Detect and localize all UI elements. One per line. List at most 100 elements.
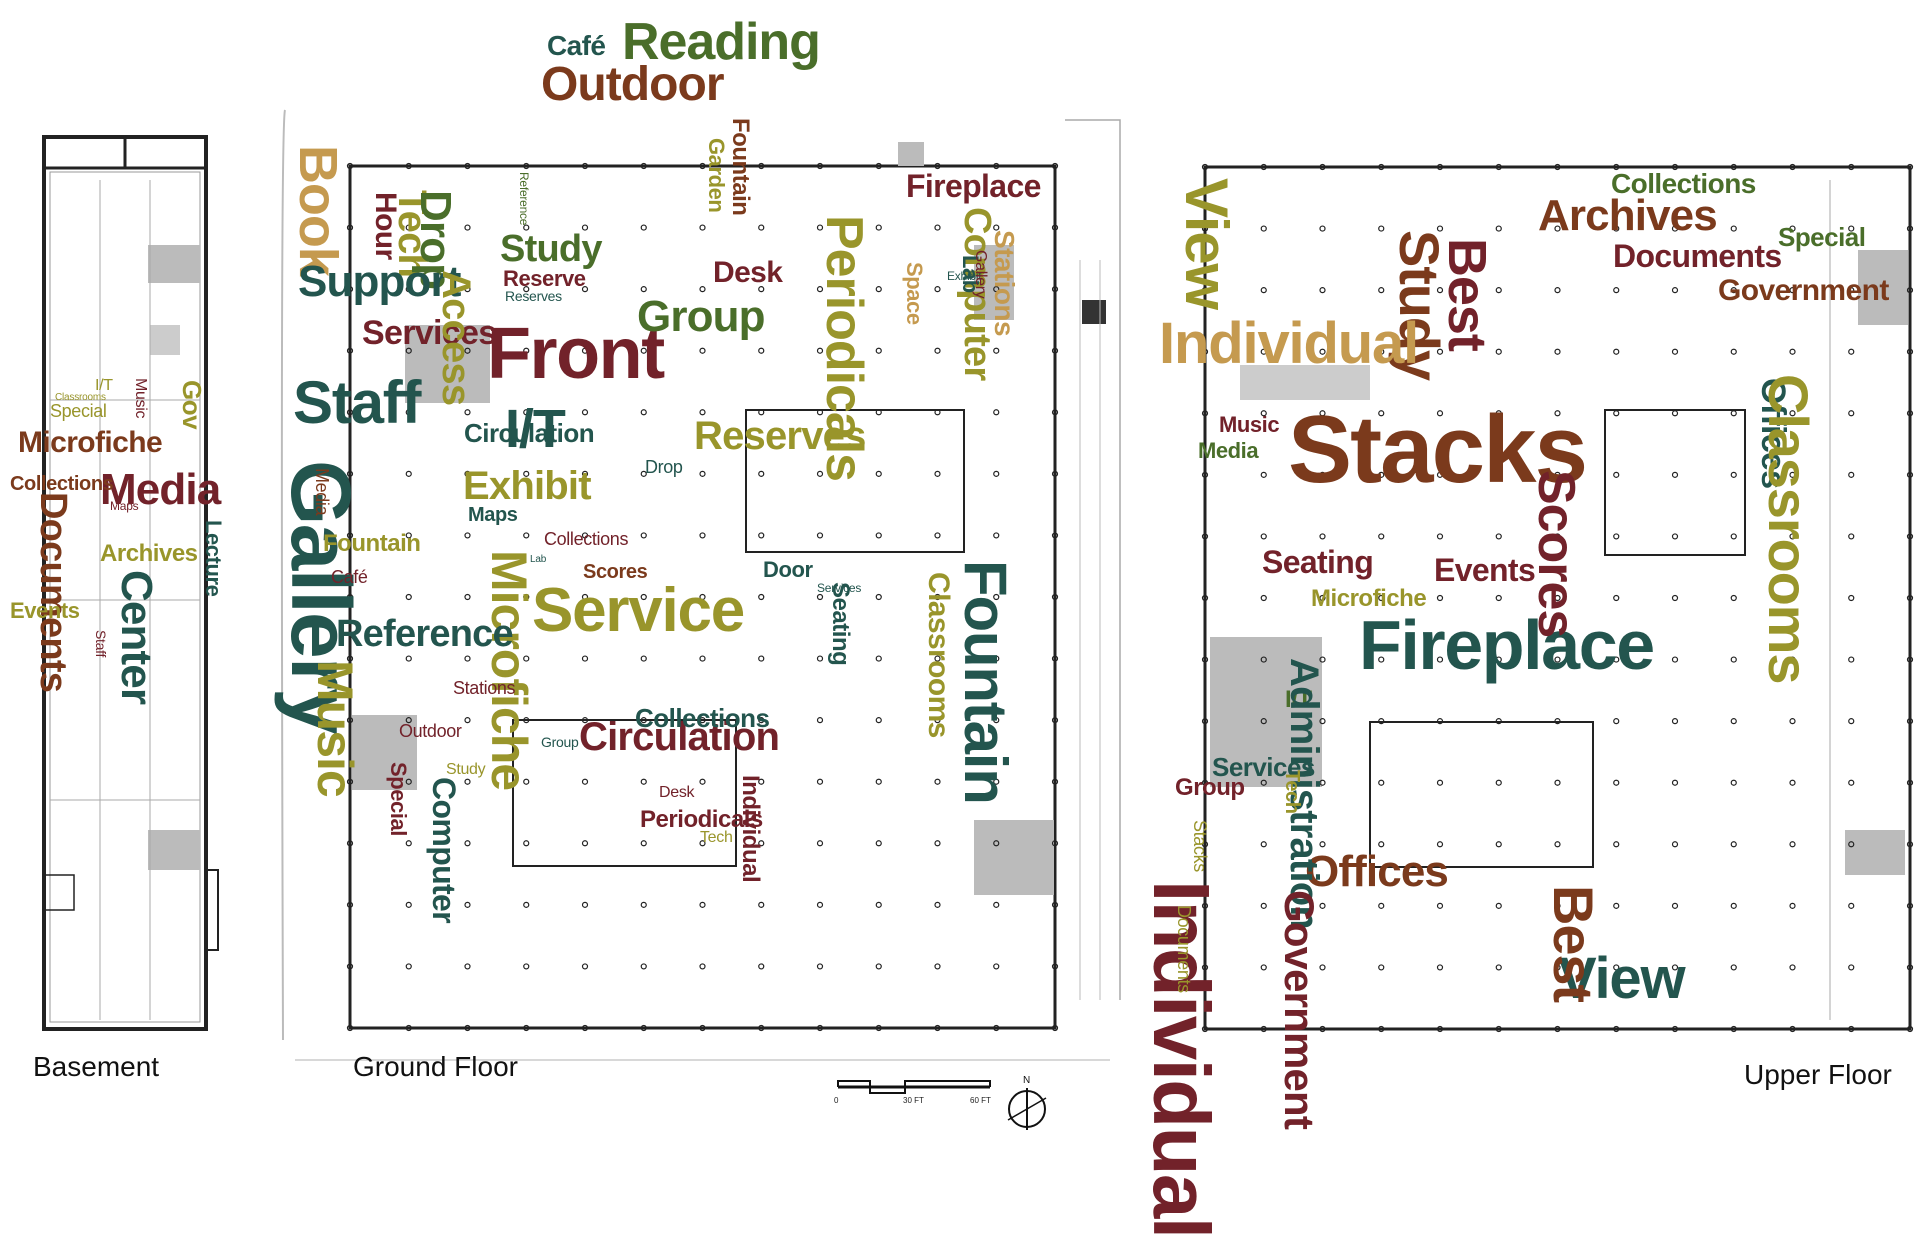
column-dot — [1201, 1025, 1209, 1033]
column-dot — [1260, 287, 1267, 294]
upper-floor-plan — [1203, 165, 1912, 1031]
column-dot — [346, 224, 354, 231]
column-dot — [1730, 348, 1737, 355]
column-dot — [1789, 779, 1796, 786]
column-dot — [523, 532, 530, 539]
upper-word-0: Collections — [1611, 168, 1756, 199]
column-dot — [464, 778, 471, 785]
column-dot — [1906, 287, 1914, 294]
basement-word-14: Maps — [110, 499, 139, 513]
upper-word-10: Stacks — [1288, 396, 1588, 503]
column-dot — [1201, 348, 1209, 355]
column-dot — [875, 717, 882, 724]
column-dot — [464, 593, 471, 601]
ground-word-0: Café — [547, 30, 606, 61]
column-dot — [875, 532, 882, 539]
column-dot — [1848, 594, 1855, 602]
column-dot — [1319, 287, 1326, 294]
column-dot — [1319, 225, 1326, 232]
column-dot — [1671, 718, 1679, 725]
column-dot — [640, 162, 647, 170]
column-dot — [758, 162, 765, 170]
column-dot — [1730, 902, 1737, 909]
column-dot — [1378, 718, 1385, 725]
column-dot — [1554, 533, 1561, 540]
ground-word-28: Circulation — [464, 418, 595, 448]
column-dot — [993, 470, 1000, 477]
upper-word-4: Government — [1718, 274, 1889, 307]
column-dot — [1671, 1025, 1679, 1033]
upper-word-17: Fireplace — [1359, 606, 1655, 684]
ground-word-10: Support — [298, 257, 461, 306]
basement-word-3: Documents — [32, 492, 74, 693]
column-dot — [1730, 779, 1737, 786]
column-dot — [523, 224, 530, 231]
ground-word-18: Fireplace — [906, 168, 1041, 204]
column-dot — [816, 1024, 824, 1032]
column-dot — [1319, 841, 1326, 848]
column-dot — [934, 347, 941, 354]
column-dot — [1789, 533, 1796, 540]
ground-word-2: Outdoor — [541, 58, 725, 111]
column-dot — [816, 593, 824, 601]
column-dot — [993, 655, 1000, 662]
column-dot — [699, 901, 706, 908]
column-dot — [1051, 470, 1059, 477]
column-dot — [758, 532, 765, 539]
upper-word-3: Special — [1778, 222, 1866, 252]
column-dot — [1671, 348, 1679, 355]
column-dot — [1554, 902, 1561, 909]
column-dot — [1848, 533, 1855, 540]
upper-word-2: Documents — [1613, 238, 1782, 274]
upper-word-9: Individual — [1159, 311, 1419, 376]
column-dot — [1789, 718, 1796, 725]
column-dot — [523, 162, 530, 170]
column-dot — [464, 409, 471, 416]
column-dot — [1613, 902, 1620, 909]
column-dot — [1906, 841, 1914, 848]
column-dot — [993, 409, 1000, 416]
column-dot — [1260, 533, 1267, 540]
ground-word-1: Reading — [622, 13, 821, 71]
column-dot — [1789, 163, 1796, 171]
column-dot — [1495, 163, 1502, 171]
column-dot — [523, 593, 530, 601]
column-dot — [1730, 287, 1737, 294]
column-dot — [816, 162, 824, 170]
column-dot — [816, 778, 824, 785]
basement-word-8: Music — [132, 378, 149, 419]
column-dot — [1671, 656, 1679, 663]
column-dot — [1436, 287, 1444, 294]
column-dot — [1378, 225, 1385, 232]
column-dot — [1260, 841, 1267, 848]
ground-word-41: Lab — [530, 554, 547, 565]
column-dot — [699, 1024, 706, 1032]
column-dot — [993, 1024, 1000, 1032]
column-dot — [640, 532, 647, 539]
ground-word-52: Study — [446, 761, 486, 778]
ground-word-51: Outdoor — [399, 721, 462, 741]
column-dot — [1319, 594, 1326, 602]
column-dot — [1554, 410, 1561, 417]
column-dot — [993, 532, 1000, 539]
column-dot — [1613, 348, 1620, 355]
column-dot — [1378, 964, 1385, 971]
column-dot — [405, 901, 412, 908]
column-dot — [1260, 902, 1267, 909]
column-dot — [1554, 841, 1561, 848]
column-dot — [1613, 656, 1620, 663]
ground-word-14: Services — [362, 314, 497, 352]
column-dot — [758, 901, 765, 908]
column-dot — [405, 963, 412, 970]
scale-end-label: 60 FT — [970, 1096, 991, 1105]
column-dot — [405, 1024, 412, 1032]
ground-word-29: I/T — [505, 399, 566, 459]
column-dot — [346, 409, 354, 416]
column-dot — [934, 963, 941, 970]
ground-word-11: Study — [500, 228, 603, 270]
column-dot — [346, 963, 354, 970]
ground-word-12: Reserve — [503, 266, 586, 291]
column-dot — [1848, 1025, 1855, 1033]
column-dot — [993, 901, 1000, 908]
column-dot — [640, 778, 647, 785]
